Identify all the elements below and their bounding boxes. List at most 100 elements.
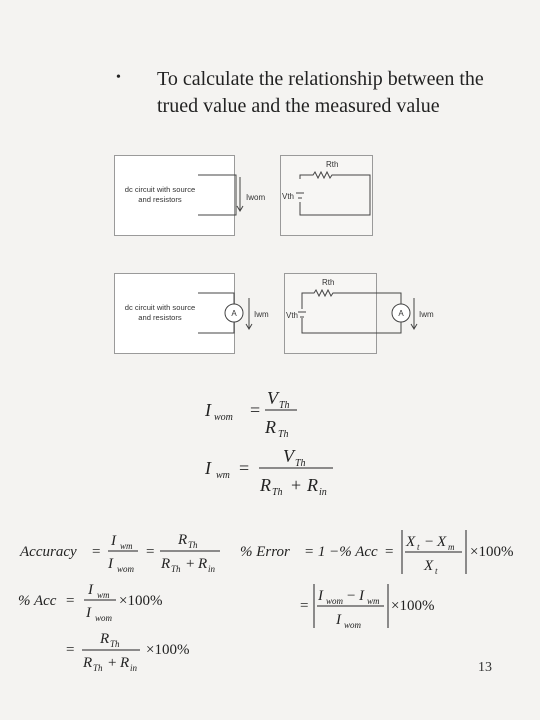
err-eq: = (385, 544, 393, 560)
eq1-equals: = (250, 400, 260, 420)
pctacc-num-sub: wm (97, 590, 110, 600)
err-times: ×100% (470, 544, 513, 560)
err-num-minus: − (425, 534, 433, 550)
bullet-marker: • (116, 70, 121, 85)
err-den-x: X (423, 558, 434, 574)
erri-eq: = (300, 598, 308, 614)
box-label-line1: dc circuit with source (125, 185, 195, 194)
acc-num-sub-wm: wm (120, 541, 133, 551)
equation-pct-error-i-svg: = I wom − I wm I wom ×100% (300, 584, 434, 630)
pctaccr-num-sub: Th (110, 639, 120, 649)
acc-eq2: = (146, 544, 154, 560)
iwm-label-2: Iwm (419, 310, 434, 319)
slide-number: 13 (478, 660, 492, 675)
err-den-sub-t: t (435, 566, 438, 576)
erri-den-sub-wom: wom (344, 620, 362, 630)
acc-label: Accuracy (19, 544, 77, 560)
thevenin-wires-top (301, 288, 402, 309)
pctacc-label: % Acc (18, 593, 57, 609)
acc-den-sub-in: in (208, 564, 216, 574)
thevenin-wires (299, 170, 371, 216)
acc-num-r: R (177, 532, 187, 548)
pctacc-den-i: I (85, 605, 92, 621)
equation-pct-error-svg: % Error = 1 −% Acc = X t − X m X t ×100% (240, 530, 513, 576)
thevenin-box-2 (284, 273, 377, 354)
ammeter-label-2: A (398, 309, 404, 318)
circuit-with-meter: dc circuit with source and resistors A I… (114, 273, 444, 355)
eq2-equals: = (239, 458, 249, 478)
pctaccr-times: ×100% (146, 642, 189, 658)
pctaccr-den-sub-th: Th (93, 663, 103, 673)
vth-label-2: Vth (286, 311, 298, 320)
pctaccr-eq: = (66, 642, 74, 658)
current-arrowhead-3 (245, 323, 253, 330)
eq2-sub-in: in (319, 487, 327, 498)
circuit-without-meter-diagram: dc circuit with source and resistors Iwo… (114, 155, 373, 236)
eq1-sub-th-den: Th (278, 429, 289, 440)
erri-num-sub-wom: wom (326, 596, 344, 606)
circuit-with-meter-diagram: dc circuit with source and resistors A I… (114, 273, 434, 354)
erri-num-i1: I (317, 588, 324, 604)
pctacc-eq: = (66, 593, 74, 609)
equation-pct-acc-r-svg: = R Th R Th + R in ×100% (66, 631, 189, 673)
rth-label-2: Rth (322, 278, 334, 287)
iwom-label-1: Iwom (246, 193, 265, 202)
equation-pct-error-i: = I wom − I wm I wom ×100% (300, 582, 470, 632)
acc-den-plus: + (186, 556, 194, 572)
equation-pct-acc-svg: % Acc = I wm I wom ×100% (18, 582, 162, 623)
vth-label-1: Vth (282, 192, 294, 201)
eq2-sub-th-den: Th (272, 487, 283, 498)
eq1-r: R (264, 417, 276, 437)
rth-label-1: Rth (326, 160, 338, 169)
eq2-v: V (283, 446, 296, 466)
eq2-sub-wm: wm (216, 470, 230, 481)
pctaccr-den-plus: + (108, 655, 116, 671)
acc-eq1: = (92, 544, 100, 560)
thevenin-box (280, 155, 373, 236)
wire-top (198, 292, 235, 304)
eq1-sub-wom: wom (214, 412, 233, 423)
acc-num-sub-th: Th (188, 540, 198, 550)
bullet-text: To calculate the relationship between th… (157, 68, 484, 117)
box-label-line2-2: and resistors (138, 313, 182, 322)
box-label-line2: and resistors (138, 195, 182, 204)
erri-times: ×100% (391, 598, 434, 614)
acc-den-sub-wom: wom (117, 564, 135, 574)
equation-pct-acc: % Acc = I wm I wom ×100% (18, 580, 178, 630)
ammeter-symbol-2 (391, 303, 411, 323)
erri-num-sub-wm: wm (367, 596, 380, 606)
eq2-plus: + (291, 475, 301, 495)
equation-accuracy-svg: Accuracy = I wm I wom = R Th R Th + R in (19, 532, 220, 574)
equation-accuracy: Accuracy = I wm I wom = R Th R Th + R in (19, 530, 230, 580)
equation-pct-error: % Error = 1 −% Acc = X t − X m X t ×100% (240, 528, 530, 578)
acc-den-r2: R (197, 556, 207, 572)
pctacc-den-sub: wom (95, 613, 113, 623)
acc-den-i: I (107, 556, 114, 572)
eq2-r2: R (306, 475, 318, 495)
ammeter-label: A (231, 309, 237, 318)
equation-iwm-svg: I wm = V Th R Th + R in (204, 446, 333, 498)
eq2-r1: R (259, 475, 271, 495)
eq2-i: I (204, 458, 212, 478)
pctacc-times: ×100% (119, 593, 162, 609)
err-num-x2: X (436, 534, 447, 550)
eq2-sub-th-num: Th (295, 458, 306, 469)
erri-num-minus: − (347, 588, 355, 604)
ammeter-symbol (224, 303, 244, 323)
circuit-without-meter: dc circuit with source and resistors Iwo… (114, 155, 376, 237)
pctaccr-num-r: R (99, 631, 109, 647)
thevenin-wires-bottom (301, 318, 402, 334)
box-label-line1-2: dc circuit with source (125, 303, 195, 312)
err-num-sub-m: m (448, 542, 455, 552)
equation-pct-acc-r: = R Th R Th + R in ×100% (66, 628, 226, 678)
equation-iwom: I wom = V Th R Th (204, 385, 315, 445)
current-arrowhead (236, 205, 244, 212)
current-arrowhead-4 (410, 323, 418, 330)
pctaccr-den-sub-in: in (130, 663, 138, 673)
wire-loop (198, 174, 237, 216)
erri-den-i: I (335, 612, 342, 628)
equation-iwom-svg: I wom = V Th R Th (204, 388, 297, 440)
pctaccr-den-r2: R (119, 655, 129, 671)
wire-bottom (198, 322, 235, 334)
acc-den-sub-th: Th (171, 564, 181, 574)
